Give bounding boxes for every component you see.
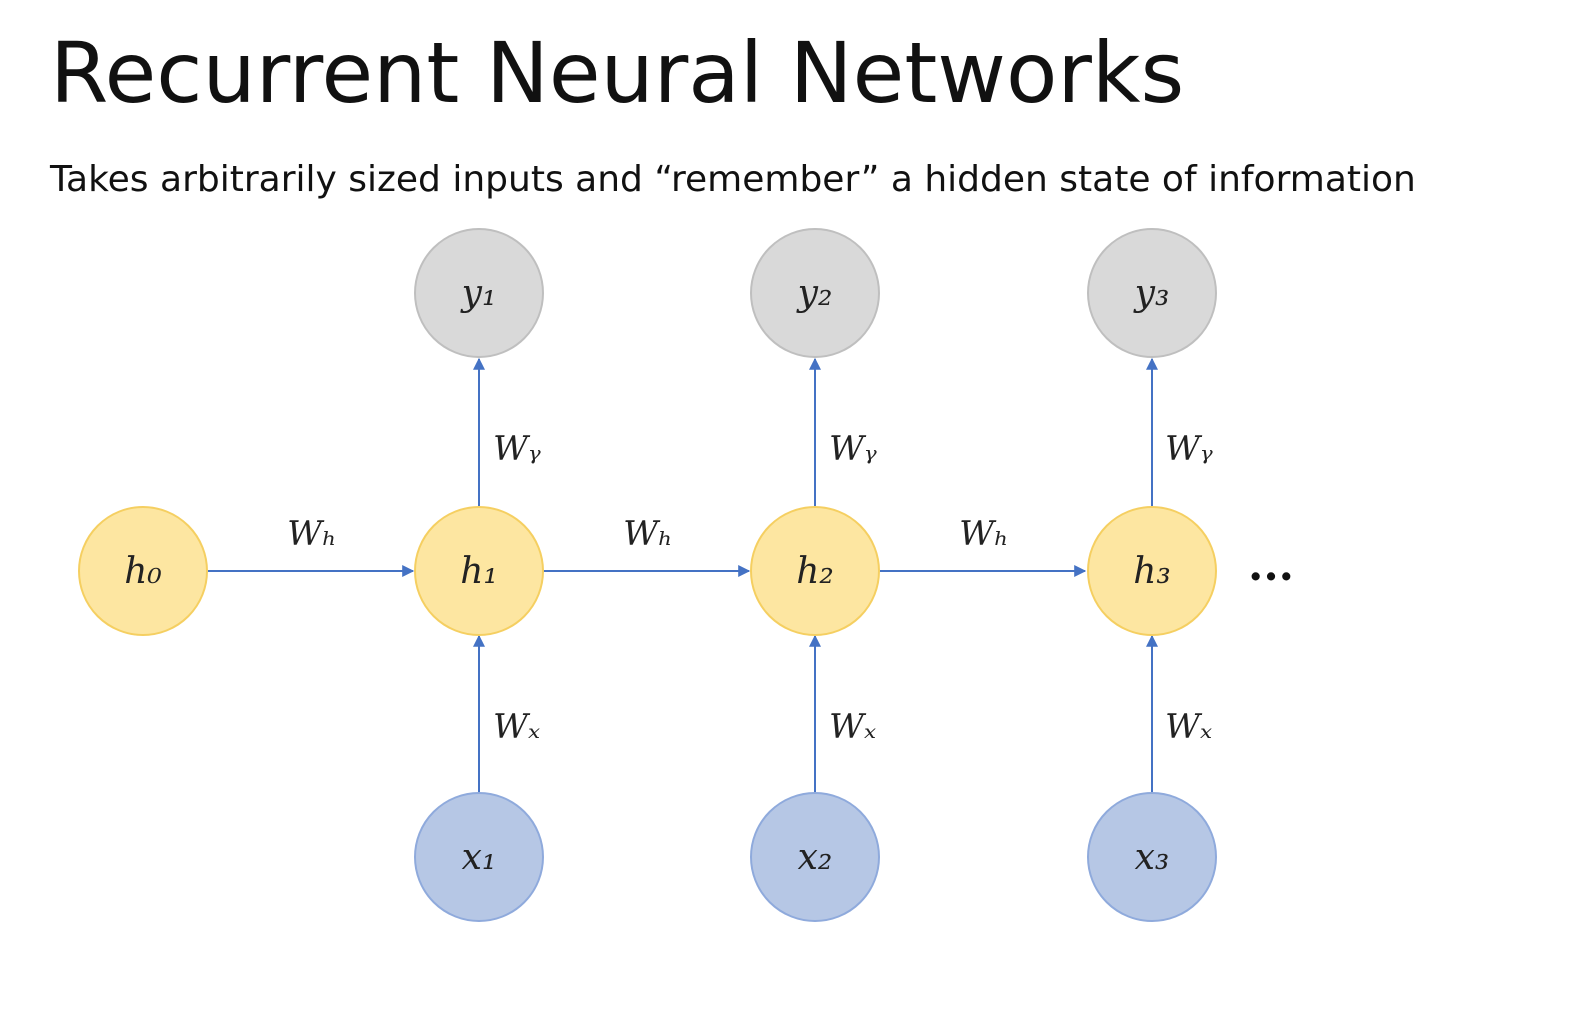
label-h1: h₁ bbox=[460, 551, 498, 592]
label-x3: x₃ bbox=[1135, 837, 1170, 878]
slide-title: Recurrent Neural Networks bbox=[50, 24, 1185, 122]
label-x1: x₁ bbox=[462, 837, 497, 878]
label-h3: h₃ bbox=[1133, 551, 1171, 592]
label-h0: h₀ bbox=[124, 551, 162, 592]
weight-label-wy-2: Wᵧ bbox=[829, 429, 877, 469]
input-node-x3 bbox=[1087, 792, 1217, 922]
weight-label-wx-1: Wₓ bbox=[493, 707, 540, 747]
hidden-node-h2 bbox=[750, 506, 880, 636]
label-y2: y₂ bbox=[796, 273, 833, 314]
slide-subtitle: Takes arbitrarily sized inputs and “reme… bbox=[50, 159, 1416, 200]
label-x2: x₂ bbox=[798, 837, 833, 878]
output-node-y2 bbox=[750, 228, 880, 358]
output-node-y1 bbox=[414, 228, 544, 358]
input-node-x1 bbox=[414, 792, 544, 922]
weight-label-wy-3: Wᵧ bbox=[1165, 429, 1213, 469]
hidden-node-h1 bbox=[414, 506, 544, 636]
hidden-node-h3 bbox=[1087, 506, 1217, 636]
weight-label-wy-1: Wᵧ bbox=[493, 429, 541, 469]
weight-label-wx-3: Wₓ bbox=[1165, 707, 1212, 747]
output-node-y3 bbox=[1087, 228, 1217, 358]
continuation-ellipsis: ... bbox=[1248, 540, 1294, 591]
label-y1: y₁ bbox=[460, 273, 497, 314]
weight-label-wh-1: Wₕ bbox=[287, 514, 337, 554]
label-h2: h₂ bbox=[796, 551, 834, 592]
input-node-x2 bbox=[750, 792, 880, 922]
weight-label-wh-3: Wₕ bbox=[959, 514, 1009, 554]
weight-label-wx-2: Wₓ bbox=[829, 707, 876, 747]
hidden-node-h0 bbox=[78, 506, 208, 636]
label-y3: y₃ bbox=[1133, 273, 1170, 314]
weight-label-wh-2: Wₕ bbox=[623, 514, 673, 554]
